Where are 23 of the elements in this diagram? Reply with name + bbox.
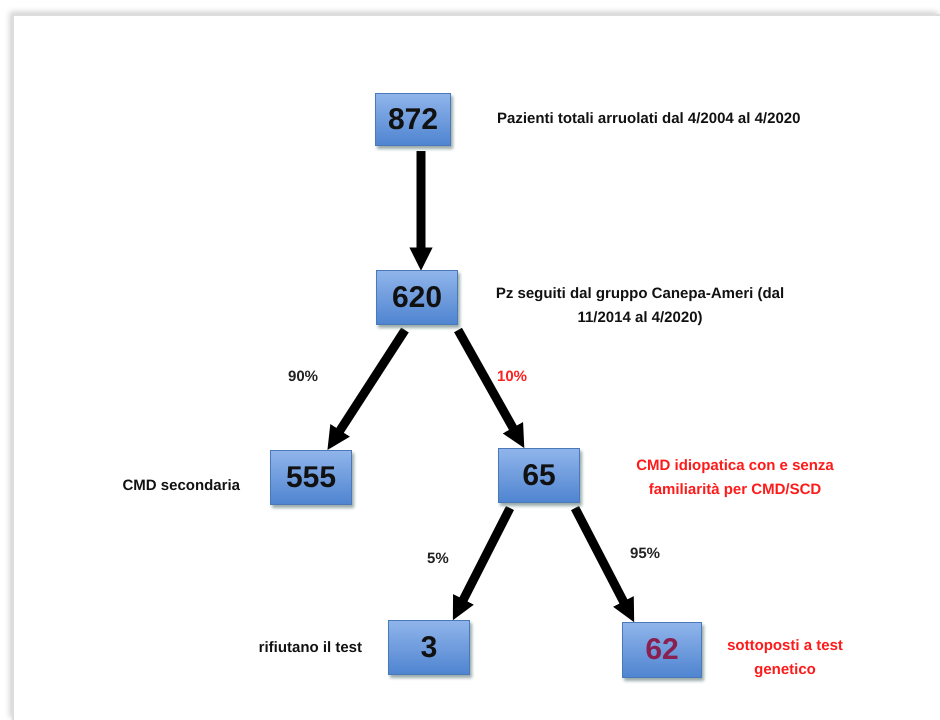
- number-box: [376, 270, 458, 325]
- arrow: [452, 506, 514, 620]
- description-text: Pazienti totali arruolati dal 4/2004 al 4/2020: [497, 109, 802, 129]
- number-box: [622, 622, 702, 678]
- description-text: Pz seguiti dal gruppo Canepa-Ameri (dal 11/2014 al 4/2020): [494, 284, 786, 328]
- number-box: [498, 448, 580, 503]
- count-value: 555: [286, 460, 336, 494]
- arrow: [327, 328, 409, 450]
- description-text: rifiutano il test: [258, 638, 362, 658]
- arrow: [571, 506, 634, 622]
- arrow: [454, 328, 524, 448]
- count-value: 3: [420, 630, 438, 664]
- count-value: 62: [645, 633, 679, 667]
- count-value: 872: [388, 102, 438, 136]
- description-text: CMD secondaria: [121, 476, 240, 496]
- number-box: [270, 450, 352, 505]
- description-text: sottoposti a test genetico: [726, 636, 844, 680]
- count-value: 65: [522, 458, 556, 492]
- description-text: CMD idiopatica con e senza familiarità per CMD/SCD: [635, 456, 835, 500]
- number-box: [388, 620, 470, 675]
- count-value: 620: [392, 280, 442, 314]
- number-box: [375, 93, 451, 146]
- arrow: [409, 151, 433, 271]
